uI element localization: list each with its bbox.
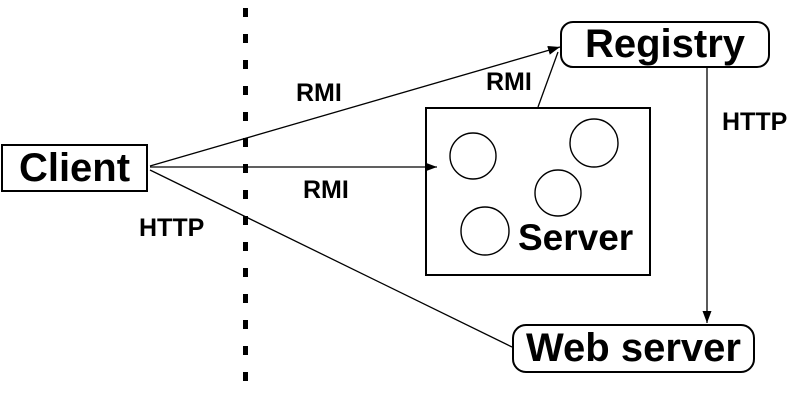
server-object-circle xyxy=(449,132,497,180)
server-object-circle xyxy=(534,169,582,217)
edge-label-http-client-webserver: HTTP xyxy=(139,214,205,242)
server-object-circle xyxy=(460,206,510,256)
edge-label-rmi-client-registry: RMI xyxy=(296,79,342,107)
node-client: Client xyxy=(1,144,148,192)
node-web-server: Web server xyxy=(512,324,755,373)
node-server-box xyxy=(425,107,651,276)
edge-client-registry xyxy=(149,46,561,167)
node-registry: Registry xyxy=(560,21,770,68)
edge-label-rmi-server-registry: RMI xyxy=(486,68,532,96)
edge-label-rmi-client-server: RMI xyxy=(303,176,349,204)
node-web-server-label: Web server xyxy=(526,326,741,370)
edge-server-registry xyxy=(537,51,559,108)
server-object-circle xyxy=(569,118,619,168)
node-registry-label: Registry xyxy=(584,22,746,66)
node-server-label: Server xyxy=(518,217,634,258)
node-client-label: Client xyxy=(18,145,131,190)
edge-client-webserver xyxy=(149,169,513,348)
edge-label-http-registry-webserver: HTTP xyxy=(722,108,788,136)
